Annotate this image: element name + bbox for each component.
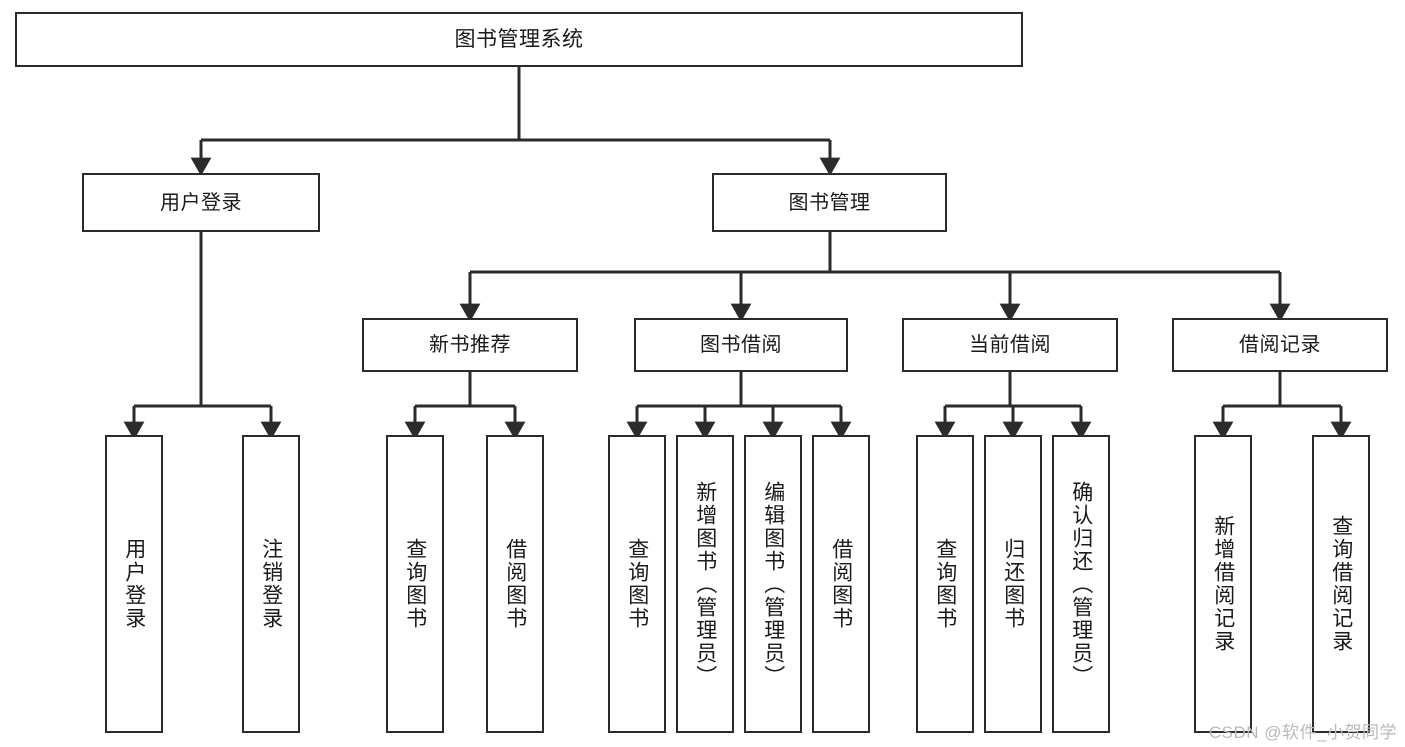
leaf-node-query-book-borrow[interactable]: 查询图书 [608, 435, 666, 733]
node-label: 图书借阅 [700, 334, 782, 356]
leaf-node-borrow-book[interactable]: 借阅图书 [812, 435, 870, 733]
node-new-book-recommend[interactable]: 新书推荐 [362, 318, 578, 372]
leaf-node-label: 归还图书 [1001, 538, 1025, 630]
leaf-node-add-borrow-record[interactable]: 新增借阅记录 [1194, 435, 1252, 733]
leaf-node-logout[interactable]: 注销登录 [242, 435, 300, 733]
node-label: 当前借阅 [969, 334, 1051, 356]
leaf-node-label: 查询图书 [403, 538, 427, 630]
node-borrow-record[interactable]: 借阅记录 [1172, 318, 1388, 372]
leaf-node-label: 借阅图书 [503, 538, 527, 630]
node-label: 借阅记录 [1239, 334, 1321, 356]
leaf-node-edit-book-admin[interactable]: 编辑图书（管理员） [744, 435, 802, 733]
leaf-node-query-borrow-record[interactable]: 查询借阅记录 [1312, 435, 1370, 733]
leaf-node-borrow-book-recommend[interactable]: 借阅图书 [486, 435, 544, 733]
node-label: 新书推荐 [429, 334, 511, 356]
leaf-node-confirm-return-admin[interactable]: 确认归还（管理员） [1052, 435, 1110, 733]
leaf-node-label: 注销登录 [259, 538, 283, 630]
leaf-node-return-book[interactable]: 归还图书 [984, 435, 1042, 733]
node-label: 用户登录 [160, 191, 242, 214]
leaf-node-label: 用户登录 [122, 538, 146, 630]
root-node-book-management-system[interactable]: 图书管理系统 [15, 12, 1023, 67]
node-label: 图书管理 [788, 191, 871, 214]
leaf-node-label: 确认归还（管理员） [1069, 480, 1093, 688]
leaf-node-user-login[interactable]: 用户登录 [105, 435, 163, 733]
leaf-node-label: 查询图书 [625, 538, 649, 630]
leaf-node-label: 借阅图书 [829, 538, 853, 630]
leaf-node-label: 新增借阅记录 [1211, 515, 1235, 653]
leaf-node-label: 查询借阅记录 [1329, 515, 1353, 653]
leaf-node-query-book-recommend[interactable]: 查询图书 [386, 435, 444, 733]
root-node-label: 图书管理系统 [454, 27, 584, 51]
node-book-manage[interactable]: 图书管理 [712, 173, 947, 232]
leaf-node-add-book-admin[interactable]: 新增图书（管理员） [676, 435, 734, 733]
node-book-borrow[interactable]: 图书借阅 [634, 318, 848, 372]
node-user-login[interactable]: 用户登录 [82, 173, 320, 232]
leaf-node-label: 编辑图书（管理员） [761, 480, 785, 688]
node-current-borrow[interactable]: 当前借阅 [902, 318, 1118, 372]
leaf-node-label: 新增图书（管理员） [693, 480, 717, 688]
leaf-node-label: 查询图书 [933, 538, 957, 630]
leaf-node-query-book-current[interactable]: 查询图书 [916, 435, 974, 733]
